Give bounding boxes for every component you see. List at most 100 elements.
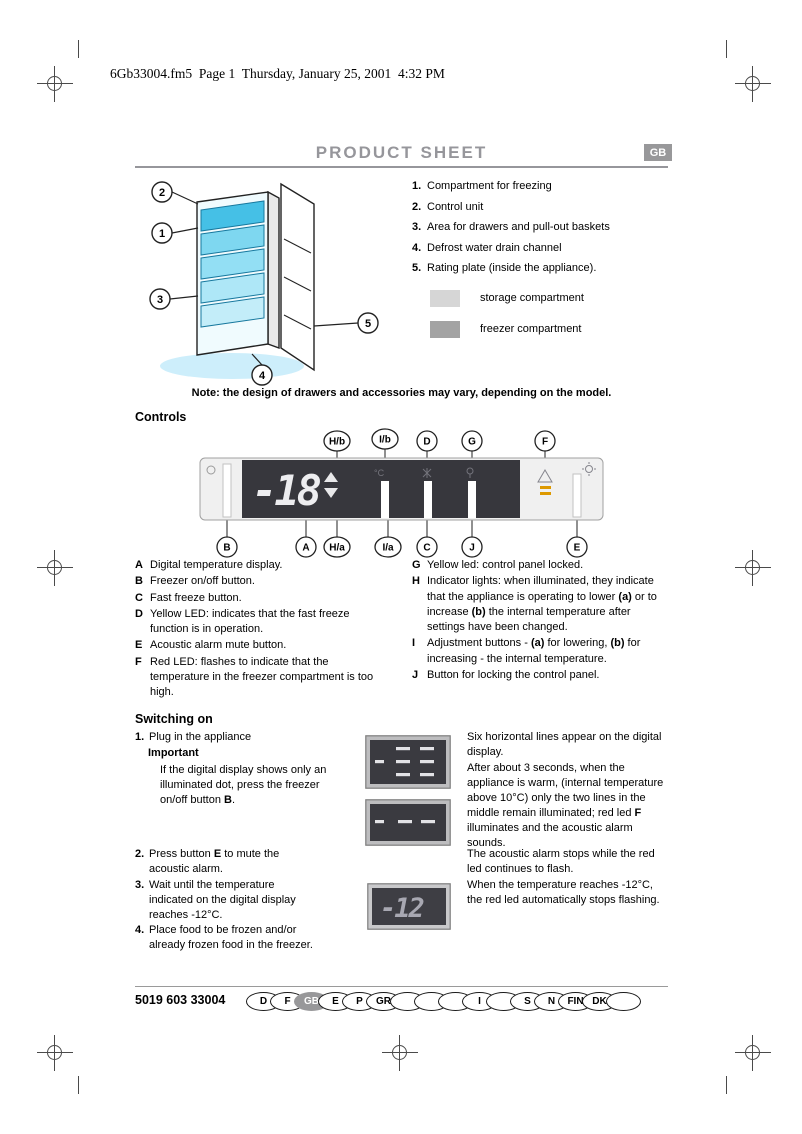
- parts-list: 1.Compartment for freezing 2.Control uni…: [412, 180, 668, 352]
- language-ovals: D F GB E P GR I S N FIN DK: [246, 992, 641, 1011]
- part-item: 2.Control unit: [412, 200, 484, 213]
- document-code: 5019 603 33004: [135, 993, 226, 1007]
- drawer: [200, 200, 265, 232]
- svg-text:H/b: H/b: [329, 437, 345, 448]
- footer-rule: [135, 986, 668, 987]
- trim-tick-icon: [78, 1076, 79, 1094]
- crop-mark-icon: [735, 1035, 771, 1071]
- snowflake-icon: [422, 468, 432, 478]
- freezer-illustration: 2 1 3 5 4: [149, 181, 379, 386]
- crop-mark-icon: [37, 550, 73, 586]
- floor-shadow: [160, 353, 304, 379]
- step-item: 3.Wait until the temperature indicated o…: [135, 879, 296, 921]
- part-item: 1.Compartment for freezing: [412, 180, 552, 192]
- important-paragraph: If the digital display shows only an ill…: [160, 764, 327, 806]
- warning-triangle-icon: [537, 469, 553, 483]
- crop-mark-icon: [37, 1035, 73, 1071]
- svg-text:I/a: I/a: [382, 543, 394, 554]
- svg-text:G: G: [468, 437, 476, 448]
- led-dash: [540, 486, 551, 489]
- part-item: 4.Defrost water drain channel: [412, 241, 562, 254]
- freezer-cabinet: [196, 190, 280, 356]
- callout-number: 3: [157, 294, 163, 306]
- crop-mark-icon: [735, 66, 771, 102]
- document-header-line: 6Gb33004.fm5 Page 1 Thursday, January 25…: [110, 66, 445, 81]
- key-lock-icon: [466, 467, 474, 478]
- callout-number: 1: [159, 228, 165, 240]
- legend-item: storage compartment: [430, 289, 668, 307]
- crop-mark-icon: [37, 66, 73, 102]
- adjust-button-bar: [381, 481, 389, 518]
- drawer: [200, 296, 265, 328]
- panel-callouts: H/b I/b D G F B A H/a I/a C J E: [216, 428, 588, 558]
- svg-text:H/a: H/a: [329, 543, 345, 554]
- controls-heading: Controls: [135, 410, 187, 424]
- language-badge: GB: [644, 144, 672, 161]
- svg-text:F: F: [542, 437, 548, 448]
- svg-text:E: E: [574, 543, 581, 554]
- result-paragraph: The acoustic alarm stops while the red l…: [467, 848, 655, 875]
- svg-text:D: D: [423, 437, 430, 448]
- drawer: [200, 248, 265, 280]
- on-off-button-bar: [222, 463, 232, 518]
- crop-mark-icon: [735, 550, 771, 586]
- degrees-icon: °C: [374, 468, 385, 478]
- result-paragraph: After about 3 seconds, when the applianc…: [467, 762, 664, 849]
- alarm-mute-button-bar: [572, 473, 582, 518]
- sun-icon: [582, 462, 596, 476]
- display-graphic-minus-12: -12: [367, 883, 451, 930]
- switching-on-section: 1.Plug in the appliance Important If the…: [135, 730, 668, 970]
- trim-tick-icon: [726, 40, 727, 58]
- legend-label: storage compartment: [480, 292, 584, 304]
- trim-tick-icon: [726, 1076, 727, 1094]
- svg-text:I/b: I/b: [379, 435, 391, 446]
- power-icon: [206, 465, 216, 475]
- compartment-legend: storage compartment freezer compartment: [430, 289, 668, 338]
- display-graphic-two-lines: [365, 799, 451, 846]
- led-dash: [540, 492, 551, 495]
- part-item: 5.Rating plate (inside the appliance).: [412, 262, 597, 274]
- svg-text:B: B: [223, 543, 230, 554]
- display-graphic-six-lines: [365, 735, 451, 789]
- step-item: 2.Press button E to mute the acoustic al…: [135, 848, 280, 875]
- fast-freeze-button-bar: [424, 481, 432, 518]
- switching-on-heading: Switching on: [135, 712, 213, 726]
- drawer: [200, 272, 265, 304]
- legend-item: freezer compartment: [430, 320, 668, 338]
- freezer-swatch: [430, 320, 460, 338]
- lock-button-bar: [468, 481, 476, 518]
- model-note: Note: the design of drawers and accessor…: [191, 387, 612, 399]
- page-title: PRODUCT SHEET: [315, 143, 488, 162]
- display-value: -12: [380, 893, 424, 924]
- title-bar: PRODUCT SHEET GB: [135, 143, 672, 165]
- svg-text:J: J: [469, 543, 475, 554]
- freezer-door: [280, 182, 315, 372]
- up-arrow-icon: [324, 472, 338, 482]
- callout-number: 5: [365, 318, 371, 330]
- display-value: -18: [252, 466, 321, 515]
- freezer-callouts: 2 1 3 5 4: [149, 181, 379, 386]
- drawer: [200, 224, 265, 256]
- storage-swatch: [430, 289, 460, 307]
- title-rule: [135, 166, 668, 168]
- svg-text:C: C: [423, 543, 430, 554]
- svg-text:A: A: [302, 543, 309, 554]
- legend-label: freezer compartment: [480, 323, 582, 335]
- trim-tick-icon: [78, 40, 79, 58]
- result-paragraph: When the temperature reaches -12°C, the …: [467, 879, 660, 906]
- step-item: 4.Place food to be frozen and/or already…: [135, 924, 313, 951]
- callout-number: 4: [259, 370, 266, 382]
